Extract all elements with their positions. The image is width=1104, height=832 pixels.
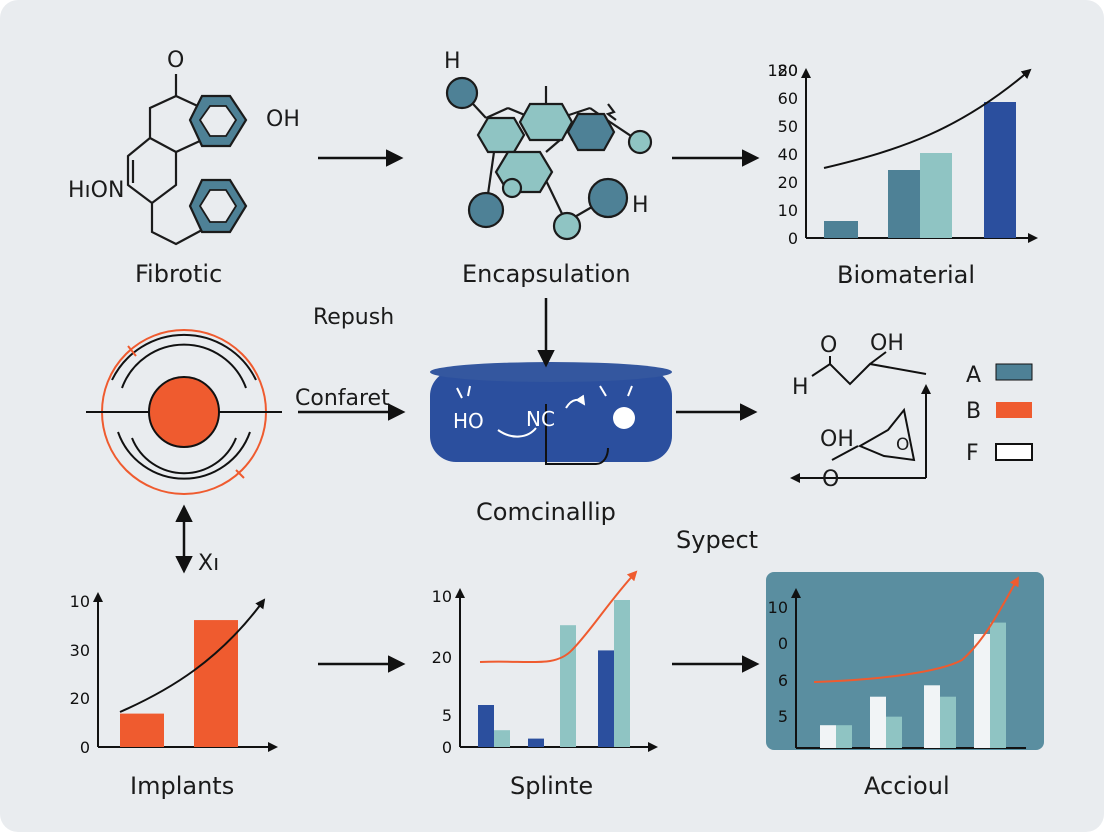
y-tick-label: 80	[778, 61, 798, 80]
trend-arrow	[479, 570, 638, 664]
atom-o-ring: O	[896, 435, 909, 455]
bar	[820, 725, 836, 748]
label-confaret: Confaret	[295, 386, 390, 411]
bar	[870, 696, 886, 748]
title-splinte: Splinte	[510, 772, 593, 800]
chart-splinte: 0 5 20 10	[432, 570, 658, 757]
legend: A B F	[966, 363, 1033, 466]
label-repush: Repush	[313, 305, 394, 330]
atom-o-bottom: O	[822, 467, 839, 492]
flow-arrows	[298, 149, 760, 673]
atom-oh-mid: OH	[820, 427, 854, 452]
legend-label-b: B	[966, 399, 981, 424]
y-tick-label: 10	[778, 201, 798, 220]
atom-label-h-right: H	[632, 193, 649, 218]
fibrotic-molecule	[126, 74, 248, 246]
legend-label-a: A	[966, 363, 981, 388]
trend-arrow	[119, 598, 266, 713]
bar	[824, 221, 858, 238]
bar	[194, 620, 238, 747]
capsule-label-nc: NC	[526, 407, 555, 431]
legend-item-b: B	[966, 399, 1032, 424]
legend-swatch-f	[995, 443, 1033, 461]
atom-label-hon: HıON	[68, 178, 124, 203]
bar	[984, 102, 1016, 238]
bar	[494, 730, 510, 747]
bar	[478, 705, 494, 747]
bar	[974, 634, 990, 748]
atom-label-h-top: H	[444, 49, 461, 74]
atom-label-o: O	[167, 48, 184, 73]
atom-h: H	[792, 375, 809, 400]
y-tick-label: 50	[778, 117, 798, 136]
bar	[836, 725, 852, 748]
atom-o: O	[820, 333, 837, 358]
y-tick-label: 10	[432, 587, 452, 606]
legend-label-f: F	[966, 441, 979, 466]
label-sypect: Sypect	[676, 526, 758, 554]
y-tick-label: 10	[70, 592, 90, 611]
bar	[614, 600, 630, 747]
label-x: Xı	[198, 551, 219, 576]
y-tick-label: 120	[767, 61, 798, 80]
bar	[528, 738, 544, 747]
bar	[560, 625, 576, 747]
y-tick-label: 6	[778, 671, 788, 690]
trend-arrow	[823, 68, 1032, 169]
bar	[920, 153, 952, 238]
y-tick-label: 0	[778, 634, 788, 653]
title-comcinallip: Comcinallip	[476, 498, 616, 526]
y-tick-label: 10	[768, 598, 788, 617]
title-biomaterial: Biomaterial	[837, 261, 975, 289]
bar	[940, 696, 956, 748]
structural-formula	[790, 351, 931, 483]
y-tick-label: 0	[788, 229, 798, 248]
implant-target	[86, 329, 282, 495]
title-encapsulation: Encapsulation	[462, 260, 631, 288]
y-tick-label: 60	[778, 89, 798, 108]
atom-label-oh: OH	[266, 107, 300, 132]
y-tick-label: 20	[70, 689, 90, 708]
legend-swatch-a	[995, 363, 1033, 381]
y-tick-label: 0	[80, 738, 90, 757]
capsule	[430, 362, 672, 465]
bar	[886, 716, 902, 748]
legend-swatch-b	[996, 402, 1032, 418]
title-implants: Implants	[130, 772, 234, 800]
y-tick-label: 20	[432, 648, 452, 667]
y-tick-label: 20	[778, 173, 798, 192]
capsule-label-ho: HO	[453, 409, 484, 433]
chart-accioul: 5 6 0 10	[766, 572, 1044, 750]
title-accioul: Accioul	[864, 772, 950, 800]
y-tick-label: 0	[442, 738, 452, 757]
y-tick-label: 30	[70, 641, 90, 660]
bar	[990, 622, 1006, 748]
bar	[924, 685, 940, 748]
legend-item-f: F	[966, 441, 1033, 466]
title-fibrotic: Fibrotic	[135, 260, 222, 288]
y-tick-label: 5	[442, 706, 452, 725]
atom-oh-top: OH	[870, 331, 904, 356]
bar	[888, 170, 922, 238]
y-tick-label: 40	[778, 145, 798, 164]
bar	[598, 650, 614, 747]
y-tick-label: 5	[778, 707, 788, 726]
legend-item-a: A	[966, 363, 1033, 388]
bar	[120, 713, 164, 747]
encapsulation-molecule	[445, 76, 653, 241]
chart-implants: 0 20 30 10	[70, 592, 278, 757]
trend-arrow	[813, 576, 1019, 683]
